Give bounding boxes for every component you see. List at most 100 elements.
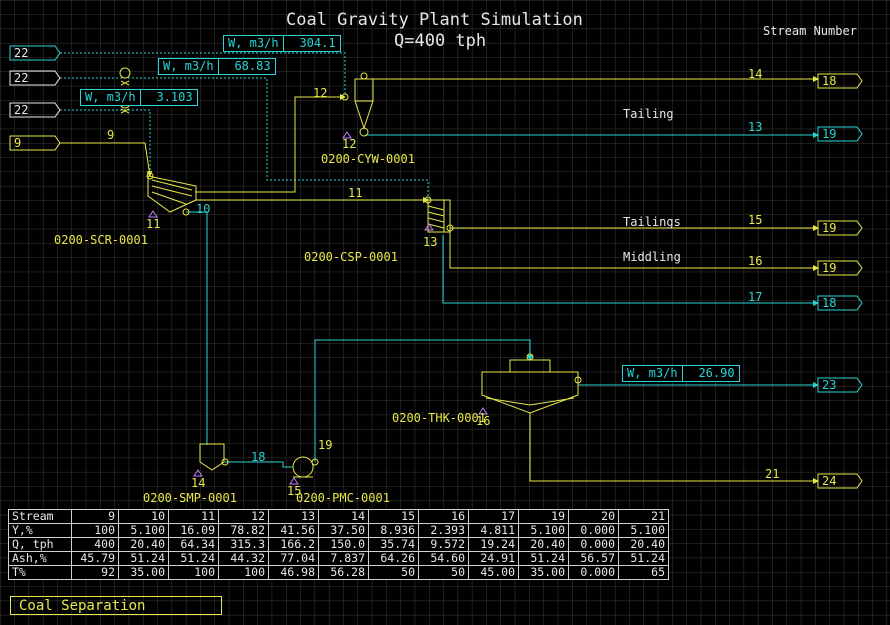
table-cell: 35.74 (368, 537, 419, 552)
stream-label-13: 13 (748, 120, 763, 134)
footer-title-box: Coal Separation (10, 596, 222, 615)
stream-label-10: 10 (196, 202, 211, 216)
pump-unit (292, 456, 319, 478)
output-tag-1[interactable]: 18 (822, 74, 837, 88)
water-box-label: W, m3/h (228, 36, 279, 50)
thickener-unit (481, 353, 582, 414)
screen-unit (146, 172, 197, 216)
table-cell: 4.811 (468, 523, 519, 538)
table-header-cell: 10 (118, 509, 169, 524)
equipment-scr[interactable]: 0200-SCR-0001 (54, 233, 148, 247)
water-box-4[interactable]: W, m3/h 26.90 (622, 365, 740, 382)
output-tags (817, 73, 863, 489)
table-cell: 16.09 (168, 523, 219, 538)
table-cell: 35.00 (118, 565, 169, 580)
table-cell: Y,% (8, 523, 72, 538)
water-box-value: 304.1 (282, 36, 340, 51)
results-table: Stream 9 10 11 12 13 14 15 16 17 19 20 2… (8, 509, 669, 580)
process-lines-yellow (60, 76, 819, 484)
stream-label-9: 9 (107, 128, 115, 142)
table-cell: T% (8, 565, 72, 580)
water-box-label: W, m3/h (163, 59, 214, 73)
cyclone-unit (341, 72, 374, 137)
table-cell: 78.82 (218, 523, 269, 538)
table-cell: 20.40 (518, 537, 569, 552)
table-cell: 166.2 (268, 537, 319, 552)
input-tag-2[interactable]: 22 (14, 71, 29, 85)
table-cell: 51.24 (518, 551, 569, 566)
water-box-value: 26.90 (681, 366, 739, 381)
table-cell: Ash,% (8, 551, 72, 566)
table-header-cell: 14 (318, 509, 369, 524)
table-header-cell: 21 (618, 509, 669, 524)
unit-number-14: 14 (191, 476, 206, 490)
table-cell: 100 (218, 565, 269, 580)
stream-label-14: 14 (748, 67, 763, 81)
page-subtitle: Q=400 tph (394, 31, 487, 51)
table-cell: 19.24 (468, 537, 519, 552)
water-box-2[interactable]: W, m3/h 68.83 (158, 58, 276, 75)
output-tag-2[interactable]: 19 (822, 127, 837, 141)
table-cell: 46.98 (268, 565, 319, 580)
table-cell: 2.393 (418, 523, 469, 538)
stream-label-12: 12 (313, 86, 328, 100)
table-cell: 51.24 (168, 551, 219, 566)
process-lines-cyan (186, 132, 819, 468)
unit-markers (148, 131, 488, 485)
unit-number-13: 13 (423, 235, 438, 249)
table-cell: 20.40 (118, 537, 169, 552)
spiral-unit (424, 196, 454, 233)
table-cell: 315.3 (218, 537, 269, 552)
table-cell: 9.572 (418, 537, 469, 552)
table-row: T% 92 35.00 100 100 46.98 56.28 50 50 45… (8, 565, 669, 580)
equipment-pmc[interactable]: 0200-PMC-0001 (296, 491, 390, 505)
output-tag-3[interactable]: 19 (822, 221, 837, 235)
table-header-cell: 20 (568, 509, 619, 524)
table-cell: 37.50 (318, 523, 369, 538)
input-tag-1[interactable]: 22 (14, 46, 29, 60)
output-tag-4[interactable]: 19 (822, 261, 837, 275)
stream-label-17: 17 (748, 290, 763, 304)
input-tag-4[interactable]: 9 (14, 136, 22, 150)
table-cell: 100 (168, 565, 219, 580)
table-cell: 64.34 (168, 537, 219, 552)
stream-label-19: 19 (318, 438, 333, 452)
unit-number-12: 12 (342, 137, 357, 151)
table-row: Ash,% 45.79 51.24 51.24 44.32 77.04 7.83… (8, 551, 669, 566)
water-box-1[interactable]: W, m3/h 304.1 (223, 35, 341, 52)
table-header-cell: 13 (268, 509, 319, 524)
water-box-3[interactable]: W, m3/h 3.103 (80, 89, 198, 106)
input-tag-3[interactable]: 22 (14, 103, 29, 117)
equipment-smp[interactable]: 0200-SMP-0001 (143, 491, 237, 505)
table-header-row: Stream 9 10 11 12 13 14 15 16 17 19 20 2… (8, 509, 669, 524)
table-cell: 92 (71, 565, 119, 580)
unit-number-11: 11 (146, 217, 161, 231)
table-cell: 64.26 (368, 551, 419, 566)
table-cell: 44.32 (218, 551, 269, 566)
table-cell: 24.91 (468, 551, 519, 566)
table-header-cell: Stream (8, 509, 72, 524)
equipment-csp[interactable]: 0200-CSP-0001 (304, 250, 398, 264)
table-cell: 41.56 (268, 523, 319, 538)
table-header-cell: 15 (368, 509, 419, 524)
table-cell: 7.837 (318, 551, 369, 566)
output-tag-7[interactable]: 24 (822, 474, 837, 488)
water-box-label: W, m3/h (627, 366, 678, 380)
unit-number-15: 15 (287, 484, 302, 498)
product-label-tailings: Tailings (623, 215, 681, 229)
equipment-cyw[interactable]: 0200-CYW-0001 (321, 152, 415, 166)
output-tag-5[interactable]: 18 (822, 296, 837, 310)
output-tag-6[interactable]: 23 (822, 378, 837, 392)
table-cell: 5.100 (118, 523, 169, 538)
table-cell: 100 (71, 523, 119, 538)
equipment-thk[interactable]: 0200-THK-0001 (392, 411, 486, 425)
input-tags (9, 45, 61, 151)
table-cell: 51.24 (618, 551, 669, 566)
table-cell: Q, tph (8, 537, 72, 552)
water-box-value: 68.83 (217, 59, 275, 74)
table-header-cell: 16 (418, 509, 469, 524)
table-cell: 51.24 (118, 551, 169, 566)
product-label-middling: Middling (623, 250, 681, 264)
page-title: Coal Gravity Plant Simulation (286, 10, 583, 30)
